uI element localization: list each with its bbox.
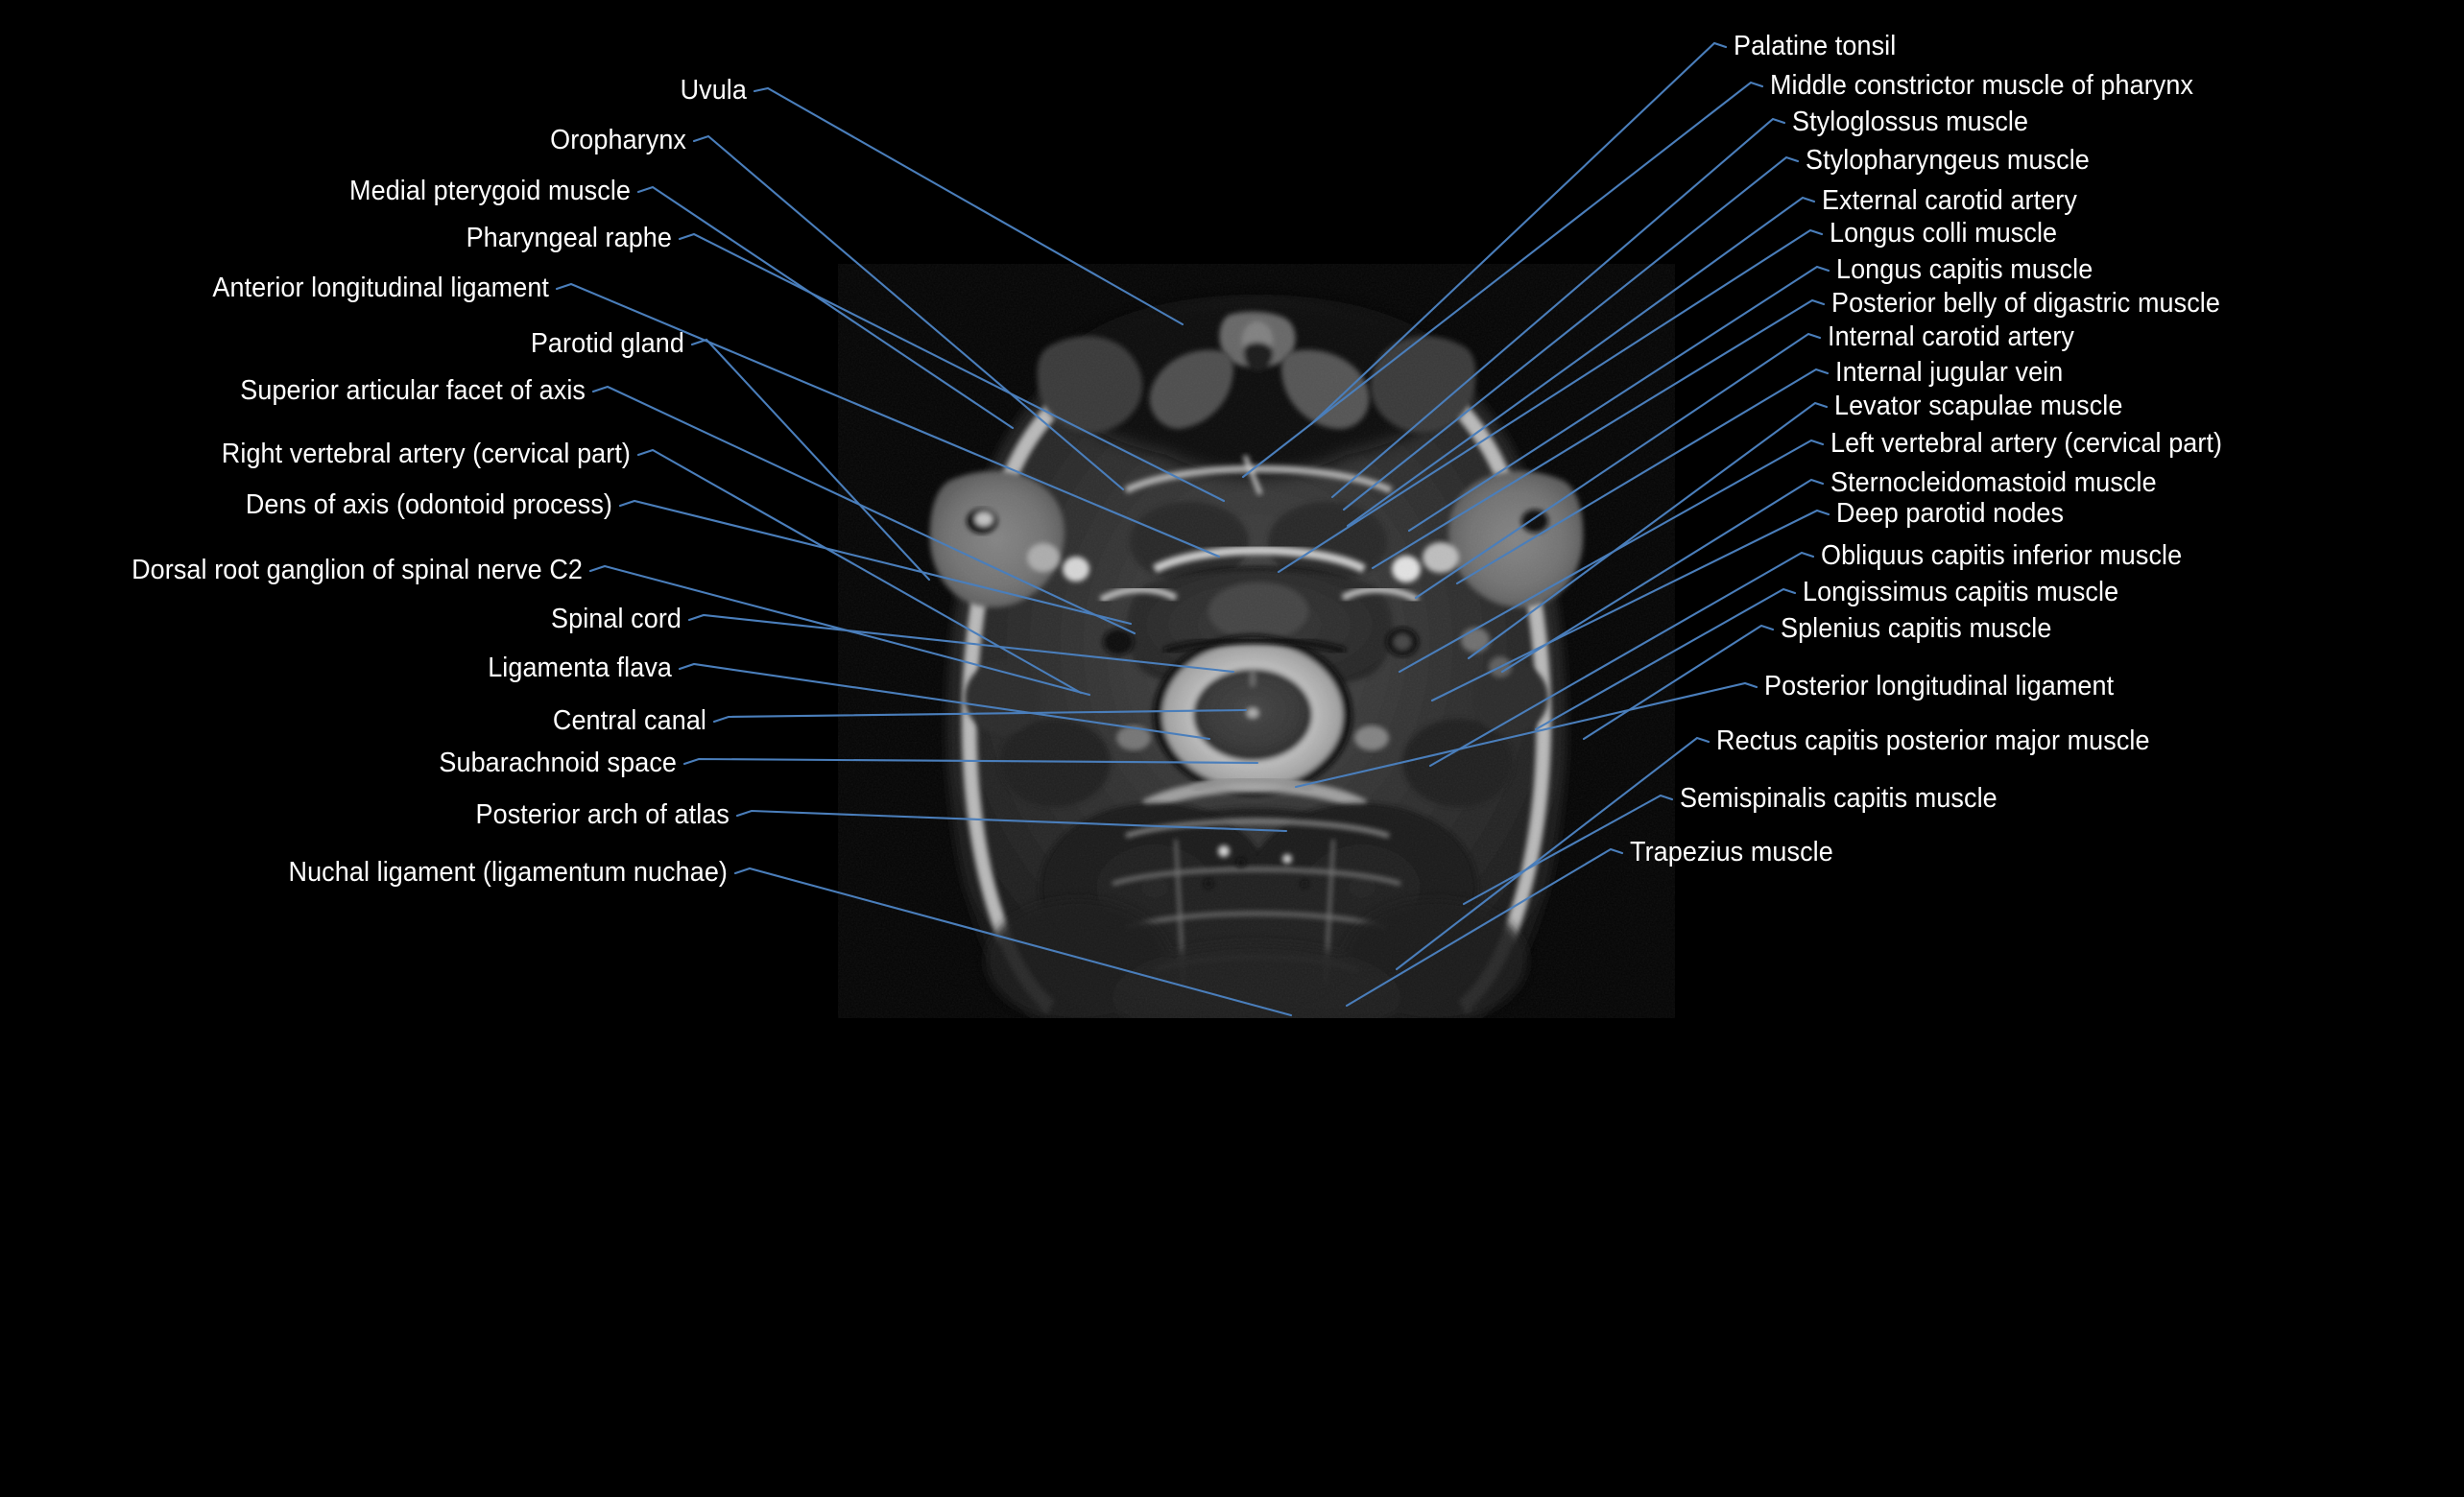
label-oropharynx: Oropharynx [550,125,686,155]
label-medial-pterygoid-muscle: Medial pterygoid muscle [349,176,631,206]
label-parotid-gland: Parotid gland [530,328,684,359]
mri-rendering [838,264,1675,1018]
label-ligamenta-flava: Ligamenta flava [488,653,672,683]
label-dens-of-axis-odontoid-process: Dens of axis (odontoid process) [245,489,612,520]
label-deep-parotid-nodes: Deep parotid nodes [1836,498,2065,529]
label-external-carotid-artery: External carotid artery [1822,185,2077,216]
label-left-vertebral-artery-cervical-part: Left vertebral artery (cervical part) [1830,428,2223,459]
label-trapezius-muscle: Trapezius muscle [1630,837,1833,867]
label-longus-capitis-muscle: Longus capitis muscle [1836,254,2093,285]
label-spinal-cord: Spinal cord [551,604,682,634]
label-levator-scapulae-muscle: Levator scapulae muscle [1834,391,2123,421]
label-subarachnoid-space: Subarachnoid space [439,748,677,778]
label-dorsal-root-ganglion-of-spinal-nerve-c2: Dorsal root ganglion of spinal nerve C2 [132,555,583,585]
label-internal-carotid-artery: Internal carotid artery [1828,321,2074,352]
label-obliquus-capitis-inferior-muscle: Obliquus capitis inferior muscle [1821,540,2183,571]
label-longissimus-capitis-muscle: Longissimus capitis muscle [1803,577,2119,607]
label-posterior-longitudinal-ligament: Posterior longitudinal ligament [1764,671,2115,701]
label-superior-articular-facet-of-axis: Superior articular facet of axis [240,375,586,406]
label-posterior-belly-of-digastric-muscle: Posterior belly of digastric muscle [1831,288,2220,319]
label-splenius-capitis-muscle: Splenius capitis muscle [1781,613,2052,644]
label-nuchal-ligament-ligamentum-nuchae: Nuchal ligament (ligamentum nuchae) [288,857,728,888]
label-pharyngeal-raphe: Pharyngeal raphe [466,223,672,253]
label-anterior-longitudinal-ligament: Anterior longitudinal ligament [212,273,549,303]
label-semispinalis-capitis-muscle: Semispinalis capitis muscle [1680,783,1998,814]
label-right-vertebral-artery-cervical-part: Right vertebral artery (cervical part) [221,439,631,469]
label-rectus-capitis-posterior-major-muscle: Rectus capitis posterior major muscle [1716,725,2150,756]
label-stylopharyngeus-muscle: Stylopharyngeus muscle [1806,145,2090,176]
label-posterior-arch-of-atlas: Posterior arch of atlas [475,799,730,830]
label-styloglossus-muscle: Styloglossus muscle [1792,107,2029,137]
label-internal-jugular-vein: Internal jugular vein [1835,357,2064,388]
label-middle-constrictor-muscle-of-pharynx: Middle constrictor muscle of pharynx [1770,70,2194,101]
label-palatine-tonsil: Palatine tonsil [1734,31,1897,61]
label-longus-colli-muscle: Longus colli muscle [1830,218,2058,249]
label-sternocleidomastoid-muscle: Sternocleidomastoid muscle [1830,467,2157,498]
axial-mri-image [838,264,1675,1018]
label-uvula: Uvula [680,75,747,106]
label-central-canal: Central canal [552,705,706,736]
